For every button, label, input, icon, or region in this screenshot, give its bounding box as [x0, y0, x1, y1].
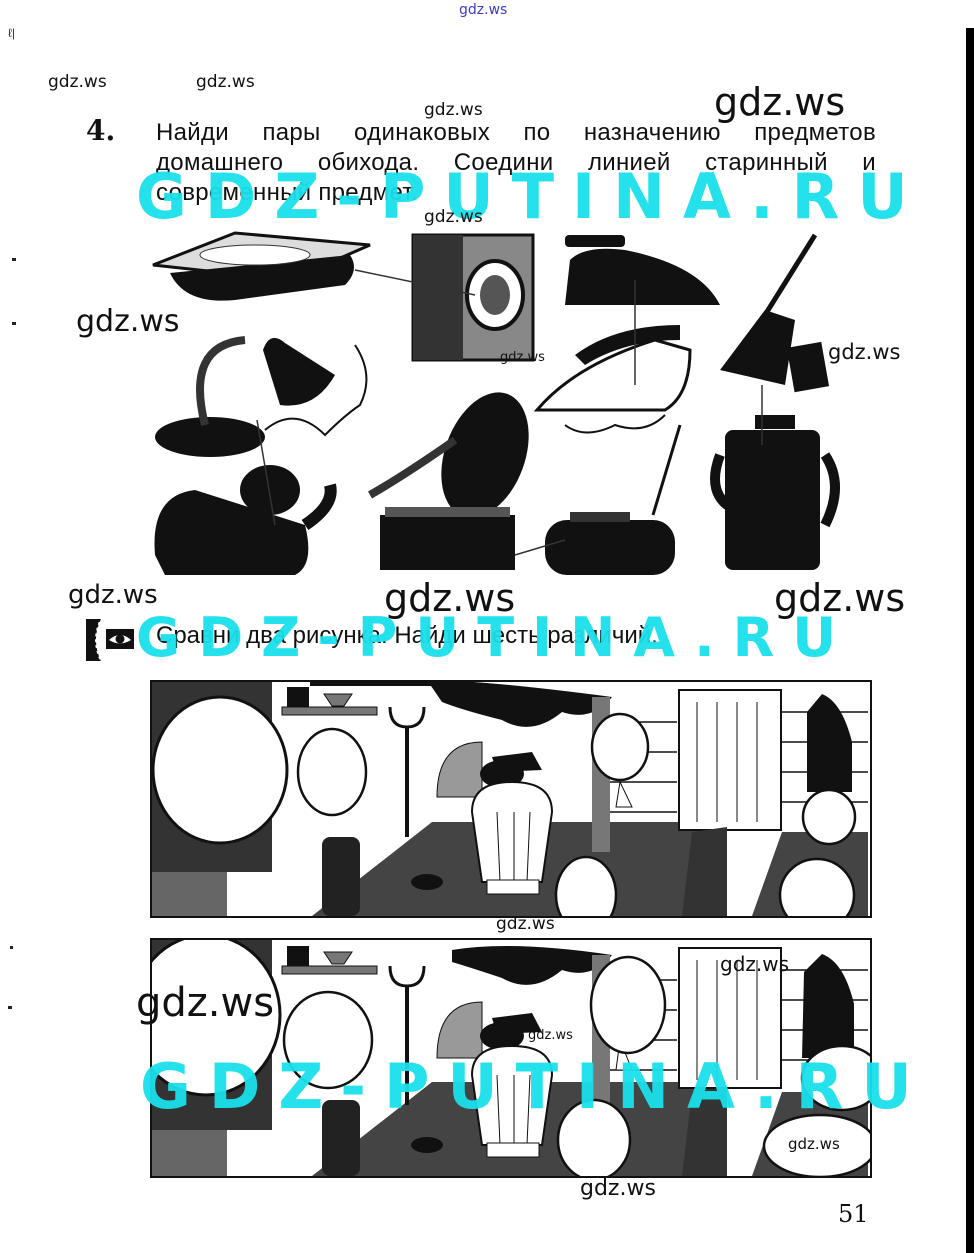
heavy-iron-image[interactable] [565, 235, 720, 305]
bowl [323, 693, 353, 707]
margin-mark [8, 1006, 12, 1009]
difference-marker[interactable] [589, 955, 667, 1055]
page-edge-shadow [966, 28, 974, 1253]
connecting-line [256, 419, 276, 526]
difference-marker[interactable] [554, 855, 618, 916]
difference-marker[interactable] [152, 940, 282, 1097]
task-number: 4. [86, 114, 116, 147]
desk-lamp-image[interactable] [155, 336, 368, 457]
watermark: gdz.ws [76, 304, 180, 339]
task-type-badge [86, 619, 136, 661]
watermark: gdz.ws [68, 580, 158, 610]
watermark: gdz.ws [528, 1028, 573, 1043]
brand-watermark: GDZ-PUTINA.RU [136, 606, 855, 669]
difference-marker[interactable] [556, 1098, 632, 1176]
broom-and-dustpan-image[interactable] [720, 233, 830, 393]
connecting-line [514, 539, 566, 556]
watermark: gdz.ws [788, 1135, 840, 1153]
difference-marker[interactable] [590, 712, 650, 782]
watermark: gdz.ws [580, 1176, 656, 1201]
difference-marker[interactable] [801, 788, 857, 846]
watermark: gdz.ws [828, 340, 901, 364]
difference-marker[interactable] [800, 1044, 870, 1112]
watermark: gdz.ws [424, 100, 483, 120]
difference-marker[interactable] [778, 857, 856, 916]
boombox-radio-image[interactable] [545, 424, 682, 575]
task-instruction: Найди пары одинаковых по назначению пред… [156, 119, 876, 206]
difference-marker[interactable] [282, 990, 374, 1090]
difference-marker[interactable] [762, 1113, 870, 1176]
household-items-illustration [152, 231, 840, 575]
margin-mark [12, 322, 16, 325]
eye-icon [109, 634, 131, 644]
old-bathtub-image[interactable] [152, 231, 371, 301]
difference-marker[interactable] [152, 695, 289, 845]
margin-mark [10, 946, 13, 949]
watermark: gdz.ws [714, 80, 846, 124]
vacuum-cleaner-image[interactable] [710, 415, 840, 570]
margin-mark [12, 258, 16, 261]
brand-watermark: GDZ-PUTINA.RU [140, 1050, 930, 1123]
watermark: gdz.ws [720, 952, 790, 976]
watermark: gdz.ws [774, 576, 906, 620]
watermark: gdz.ws [496, 914, 555, 934]
door [678, 689, 782, 831]
watermark: gdz.ws [136, 980, 275, 1026]
compare-picture-top[interactable] [150, 680, 872, 918]
compare-picture-bottom[interactable] [150, 938, 872, 1178]
watermark: gdz.ws [384, 576, 516, 620]
watermark: gdz.ws [196, 72, 255, 92]
task-instruction: Сравни два рисунка. Найди шесть различий… [156, 622, 658, 649]
electric-iron-image[interactable] [533, 325, 692, 434]
washing-machine-image[interactable] [411, 233, 535, 362]
watermark: gdz.ws [500, 350, 545, 365]
connecting-line [354, 269, 476, 296]
watermark: gdz.ws [48, 72, 107, 92]
brand-watermark: GDZ-PUTINA.RU [136, 160, 926, 233]
cup [287, 687, 309, 707]
difference-marker[interactable] [296, 727, 368, 817]
gramophone-image[interactable] [368, 380, 545, 570]
top-watermark-link[interactable]: gdz.ws [459, 2, 508, 18]
oil-lamp-image[interactable] [154, 465, 337, 575]
samovar [470, 752, 554, 895]
page-number: 51 [838, 1200, 869, 1228]
margin-mark: ℓ| [8, 26, 15, 40]
watermark: gdz.ws [424, 207, 483, 227]
coat [807, 694, 852, 792]
